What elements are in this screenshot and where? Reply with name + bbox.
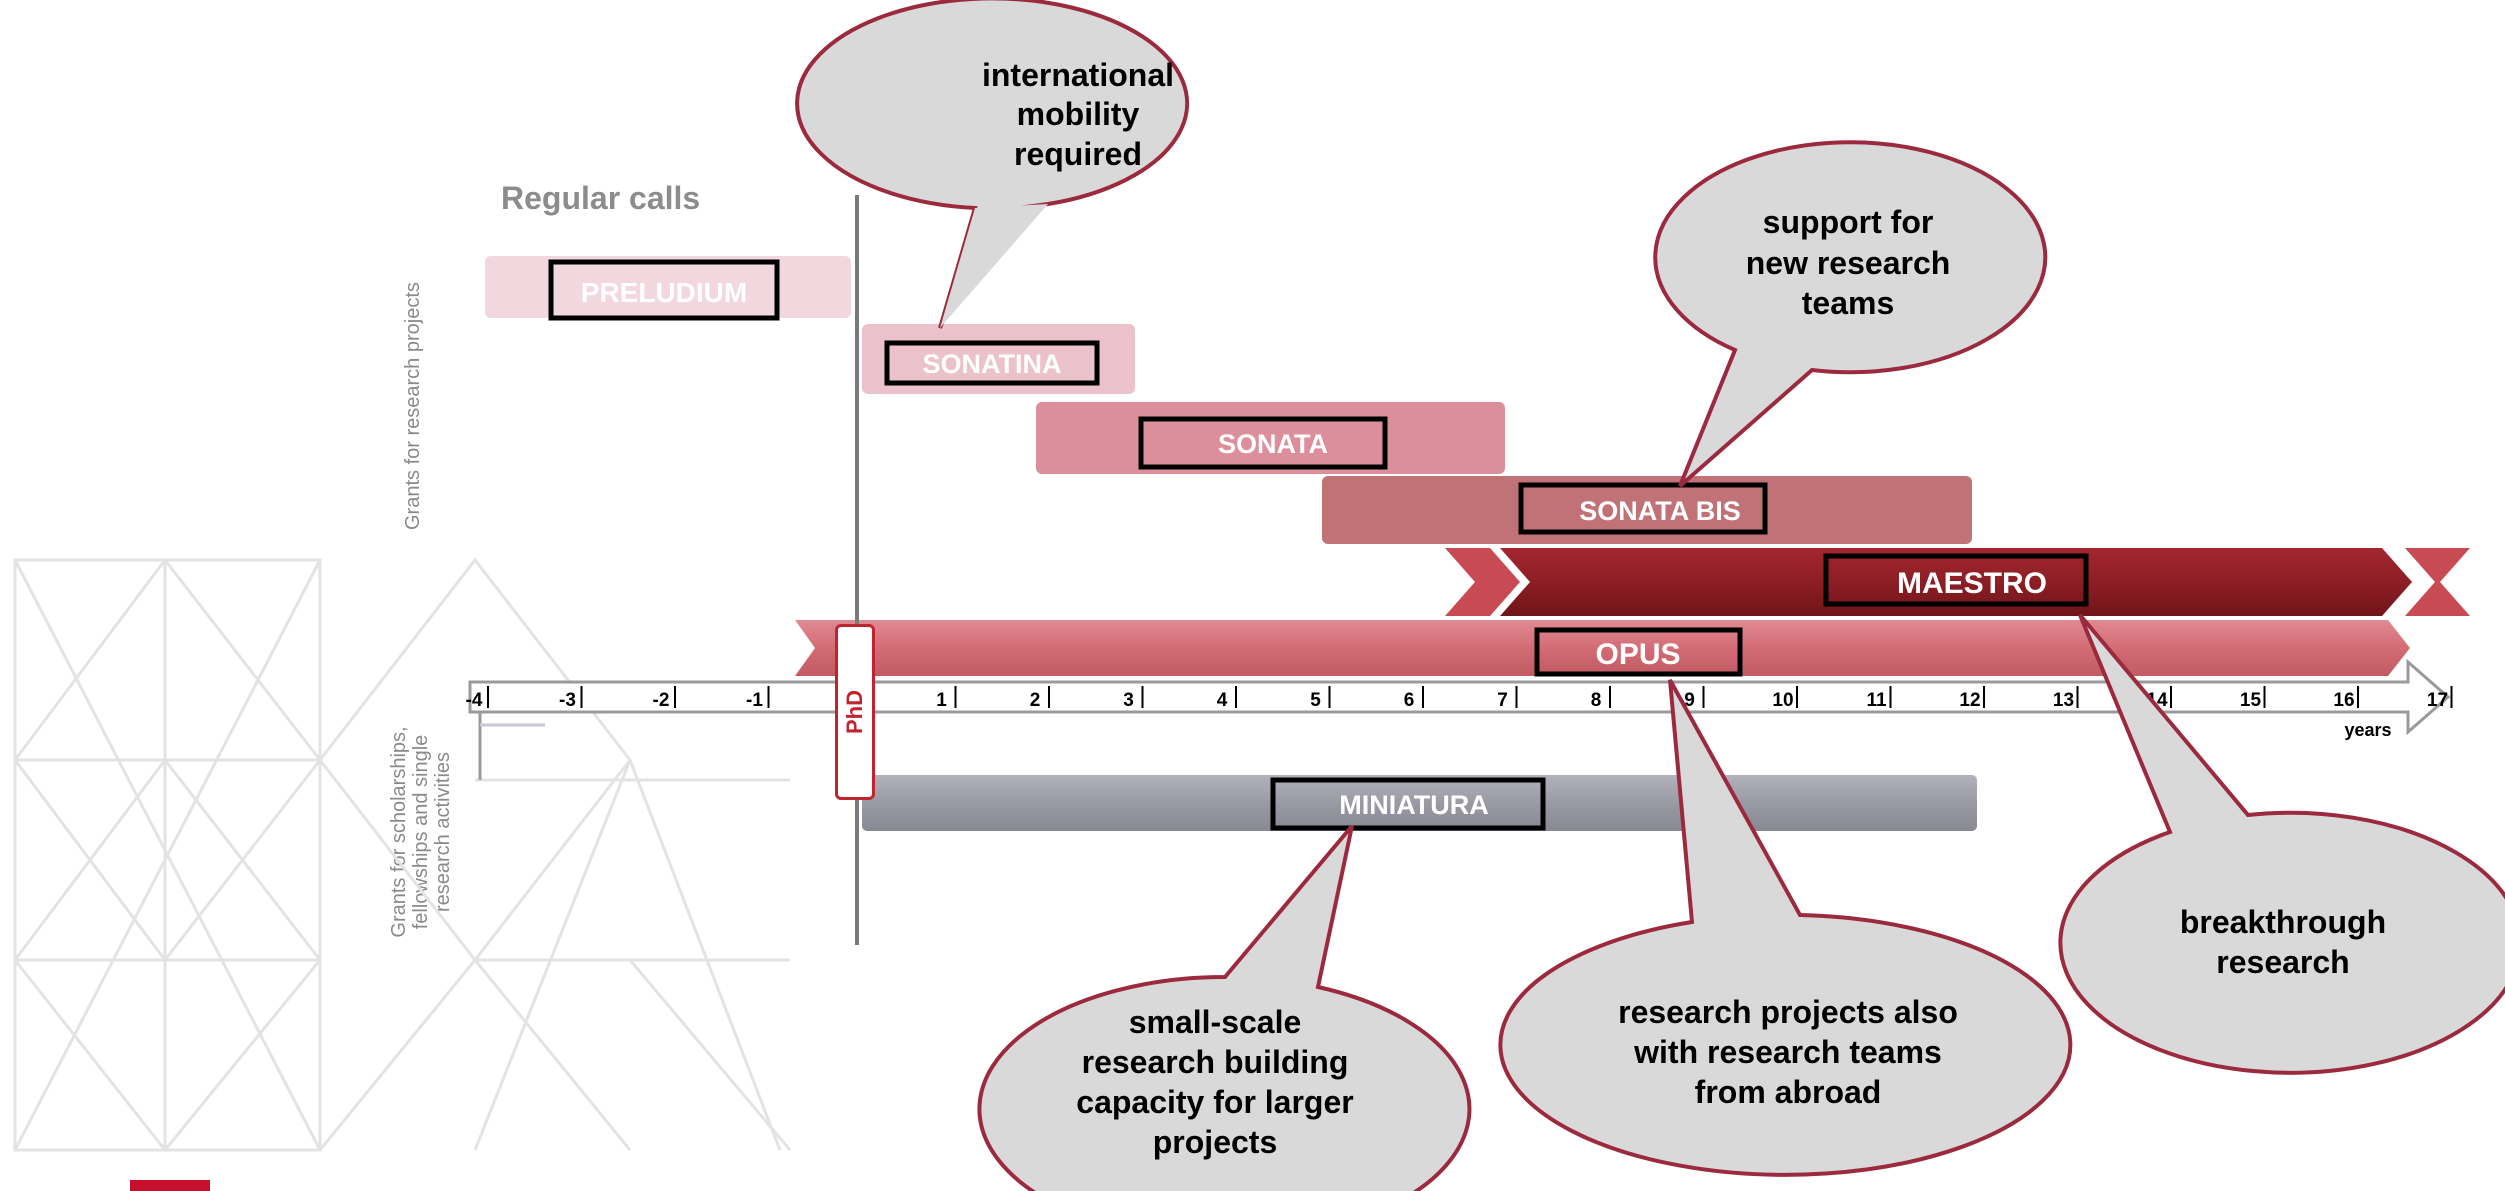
axis-tick-label: 16 [2333,690,2354,711]
axis-tick-label: 9 [1684,690,1695,711]
axis-tick-label: 8 [1591,690,1602,711]
axis-tick-label: 2 [1030,690,1041,711]
sonata-bis-label: SONATA BIS [1579,496,1741,526]
maestro-bar [1445,548,2470,616]
callout-text-line: mobility [1017,96,1140,132]
callout-international-mobility: international mobility required [795,0,1190,329]
callout-text-line: breakthrough [2180,904,2386,940]
callout-text-line: projects [1153,1124,1277,1160]
background-pattern [13,557,792,1153]
callout-text-line: required [1014,136,1142,172]
phd-label: PhD [842,690,867,734]
sonatina-label: SONATINA [923,349,1062,379]
axis-tick-label: -4 [466,690,483,711]
callout-text-line: research building [1082,1044,1349,1080]
callout-text-line: support for [1763,204,1934,240]
sonata-bis-bar [1322,476,1972,544]
axis-tick-label: 1 [936,690,947,711]
sonata-label: SONATA [1218,429,1328,459]
callout-text-line: capacity for larger [1076,1084,1353,1120]
axis-tick-label: 17 [2427,690,2448,711]
callout-new-research-teams: support for new research teams [1653,140,2048,488]
maestro-label: MAESTRO [1897,567,2047,600]
phd-marker: PhD [835,624,875,800]
axis-tick-label: 4 [1217,690,1228,711]
callout-text-line: new research [1746,245,1951,281]
maestro-label-box [1823,553,2089,607]
axis-tick-label: 6 [1404,690,1415,711]
axis-tick-label: 10 [1772,690,1793,711]
axis-tick-label: 12 [1959,690,1980,711]
callout-small-scale: small-scale research building capacity f… [977,824,1472,1191]
callout-text-line: research [2216,944,2349,980]
sonata-bis-label-box [1518,482,1768,535]
callout-text-line: with research teams [1633,1034,1942,1070]
miniatura-label-box [1270,777,1546,831]
axis-tick-label: 3 [1123,690,1134,711]
opus-bar [795,620,2410,676]
logo-mark [130,1180,210,1191]
axis-tick-label: 15 [2240,690,2262,711]
axis-tick-label: 5 [1310,690,1321,711]
callout-text-line: teams [1802,285,1895,321]
sonata-label-box [1138,416,1388,470]
callout-breakthrough: breakthrough research [2058,613,2505,1075]
axis-tick-label: 11 [1866,690,1887,711]
preludium-bar [485,256,851,318]
regular-calls-heading: Regular calls [501,180,701,216]
callout-text-line: small-scale [1129,1004,1302,1040]
callout-text-line: research projects also [1618,994,1958,1030]
sonatina-label-box [884,340,1100,386]
opus-label: OPUS [1595,638,1680,671]
callout-text-line: from abroad [1695,1074,1882,1110]
preludium-label-box [548,259,780,321]
callout-text-line: international [982,57,1174,93]
callout-research-teams-abroad: research projects also with research tea… [1498,679,2073,1177]
axis-tick-label: 13 [2053,690,2074,711]
preludium-label: PRELUDIUM [581,277,747,308]
axis-tick-label: -3 [559,690,576,711]
opus-label-box [1534,627,1743,677]
axis-tick-label: -1 [746,690,763,711]
timeline-axis [468,658,2451,780]
miniatura-label: MINIATURA [1339,790,1488,820]
axis-tick-label: -2 [653,690,670,711]
axis-tick-label: 7 [1497,690,1508,711]
axis-unit-label: years [2344,720,2391,740]
